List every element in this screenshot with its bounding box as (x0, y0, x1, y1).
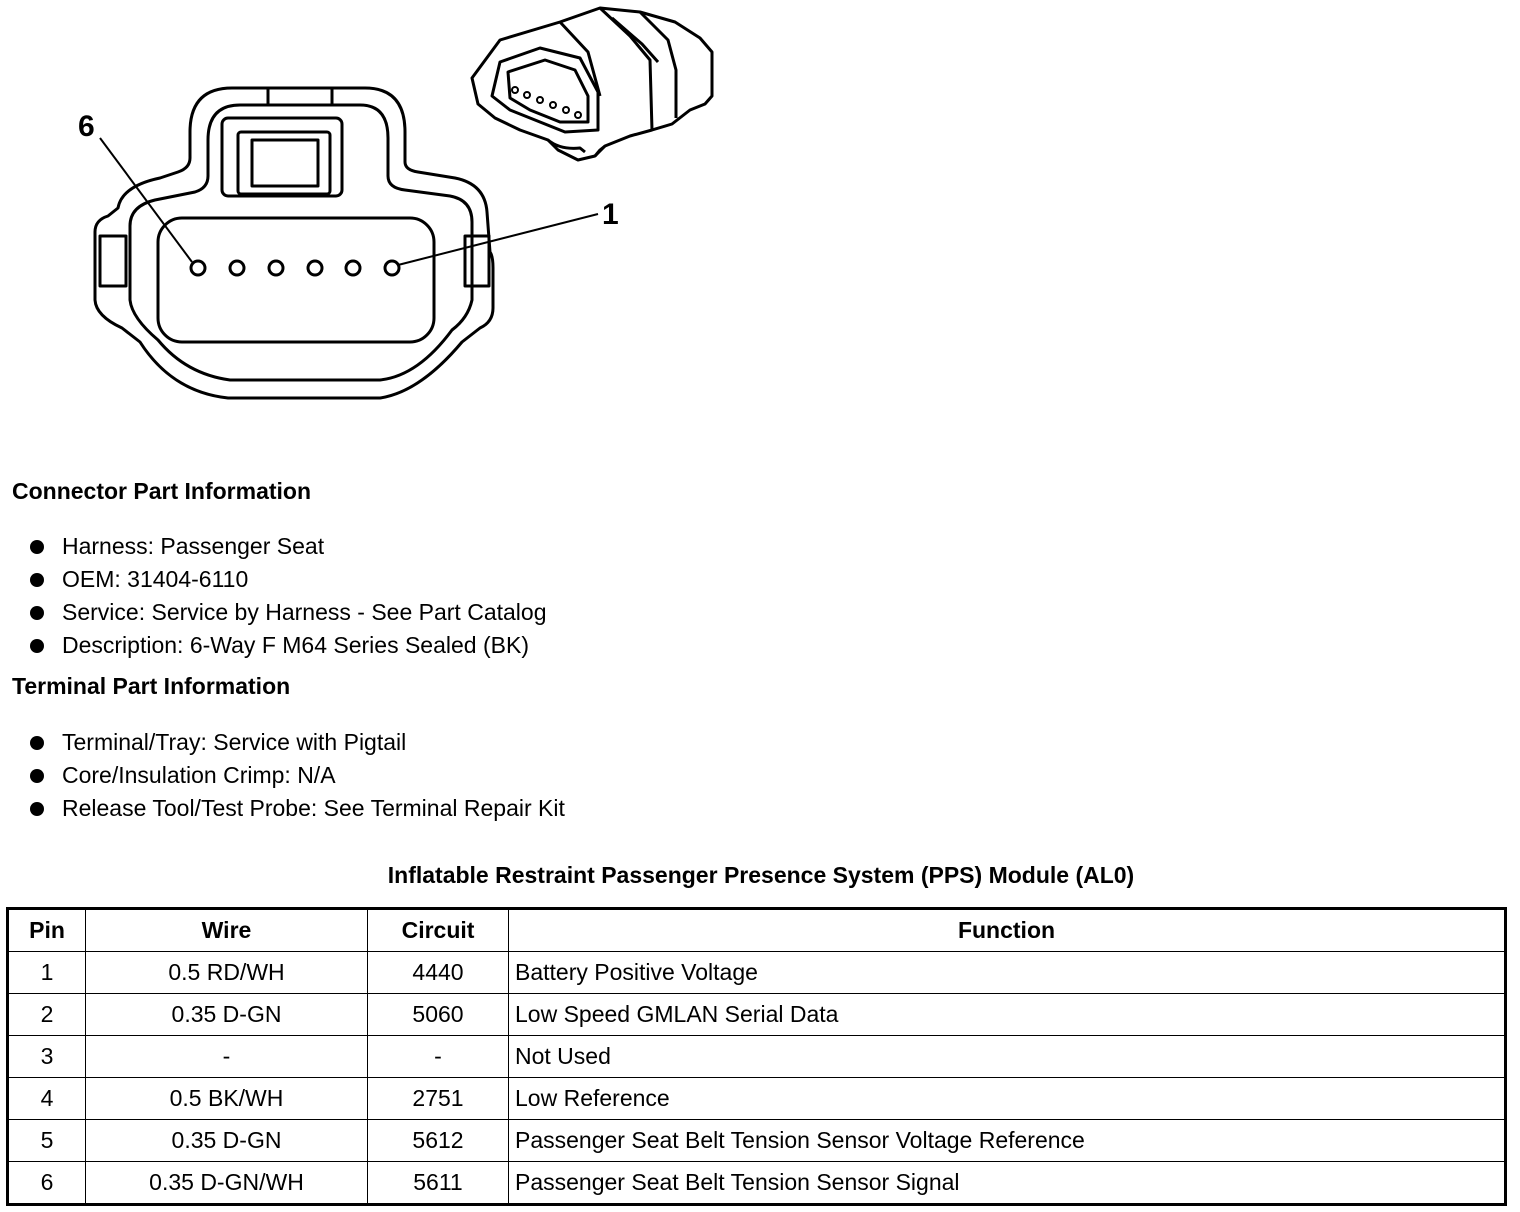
bullet-icon (30, 540, 44, 554)
pin-cell: 3 (7, 1035, 86, 1078)
wire-cell: 0.35 D-GN (85, 1119, 368, 1162)
column-header-pin: Pin (7, 908, 86, 952)
terminal-part-info-list: Terminal/Tray: Service with Pigtail Core… (28, 726, 565, 825)
list-item: Description: 6-Way F M64 Series Sealed (… (28, 629, 546, 662)
function-cell: Battery Positive Voltage (508, 951, 1506, 994)
list-item: Terminal/Tray: Service with Pigtail (28, 726, 565, 759)
wire-cell: 0.5 BK/WH (85, 1077, 368, 1120)
pin-3 (306, 259, 324, 277)
terminal-part-info-title: Terminal Part Information (12, 673, 291, 699)
connector-diagram: 6 1 (78, 6, 714, 400)
wire-cell: 0.5 RD/WH (85, 951, 368, 994)
circuit-cell: 5060 (367, 993, 509, 1036)
pin-6-label: 6 (78, 110, 95, 143)
table-row: 4 0.5 BK/WH 2751 Low Reference (7, 1077, 1506, 1120)
function-cell: Passenger Seat Belt Tension Sensor Signa… (508, 1161, 1506, 1205)
function-cell: Passenger Seat Belt Tension Sensor Volta… (508, 1119, 1506, 1162)
bullet-icon (30, 736, 44, 750)
wire-cell: - (85, 1035, 368, 1078)
wire-cell: 0.35 D-GN/WH (85, 1161, 368, 1205)
bullet-icon (30, 606, 44, 620)
circuit-cell: 4440 (367, 951, 509, 994)
connector-perspective-illustration (470, 6, 714, 162)
column-header-circuit: Circuit (367, 908, 509, 952)
pin-5 (228, 259, 246, 277)
bullet-icon (30, 802, 44, 816)
table-row: 3 - - Not Used (7, 1035, 1506, 1078)
connector-part-info-title: Connector Part Information (12, 478, 312, 504)
bullet-icon (30, 639, 44, 653)
pin-cell: 4 (7, 1077, 86, 1120)
circuit-cell: 5612 (367, 1119, 509, 1162)
list-item: Service: Service by Harness - See Part C… (28, 596, 546, 629)
pin-2 (344, 259, 362, 277)
connector-housing-inner (128, 103, 474, 382)
pin-1 (383, 259, 401, 277)
pin-cell: 2 (7, 993, 86, 1036)
connector-housing-outer (93, 86, 495, 400)
function-cell: Low Speed GMLAN Serial Data (508, 993, 1506, 1036)
function-cell: Not Used (508, 1035, 1506, 1078)
pin-1-leader (397, 213, 599, 266)
column-header-function: Function (508, 908, 1506, 952)
list-item: OEM: 31404-6110 (28, 563, 546, 596)
perspective-pins (511, 86, 582, 119)
pin-cavity (156, 216, 436, 344)
circuit-cell: 5611 (367, 1161, 509, 1205)
pin-1-label: 1 (602, 198, 619, 231)
list-item: Core/Insulation Crimp: N/A (28, 759, 565, 792)
function-cell: Low Reference (508, 1077, 1506, 1120)
table-row: 6 0.35 D-GN/WH 5611 Passenger Seat Belt … (7, 1161, 1506, 1205)
pin-cell: 6 (7, 1161, 86, 1205)
circuit-cell: 2751 (367, 1077, 509, 1120)
connector-part-info-list: Harness: Passenger Seat OEM: 31404-6110 … (28, 530, 546, 662)
pin-6-leader (99, 137, 193, 263)
connector-latch (220, 116, 344, 198)
pinout-table-title: Inflatable Restraint Passenger Presence … (387, 862, 1135, 888)
pin-cell: 5 (7, 1119, 86, 1162)
table-row: 2 0.35 D-GN 5060 Low Speed GMLAN Serial … (7, 993, 1506, 1036)
table-header-row: Pin Wire Circuit Function (7, 908, 1506, 952)
circuit-cell: - (367, 1035, 509, 1078)
list-item: Harness: Passenger Seat (28, 530, 546, 563)
column-header-wire: Wire (85, 908, 368, 952)
pin-4 (267, 259, 285, 277)
table-row: 5 0.35 D-GN 5612 Passenger Seat Belt Ten… (7, 1119, 1506, 1162)
pin-cell: 1 (7, 951, 86, 994)
list-item: Release Tool/Test Probe: See Terminal Re… (28, 792, 565, 825)
table-row: 1 0.5 RD/WH 4440 Battery Positive Voltag… (7, 951, 1506, 994)
pinout-table: Pin Wire Circuit Function 1 0.5 RD/WH 44… (6, 907, 1507, 1206)
wire-cell: 0.35 D-GN (85, 993, 368, 1036)
pin-terminals (189, 259, 401, 277)
bullet-icon (30, 769, 44, 783)
bullet-icon (30, 573, 44, 587)
pin-6 (189, 259, 207, 277)
